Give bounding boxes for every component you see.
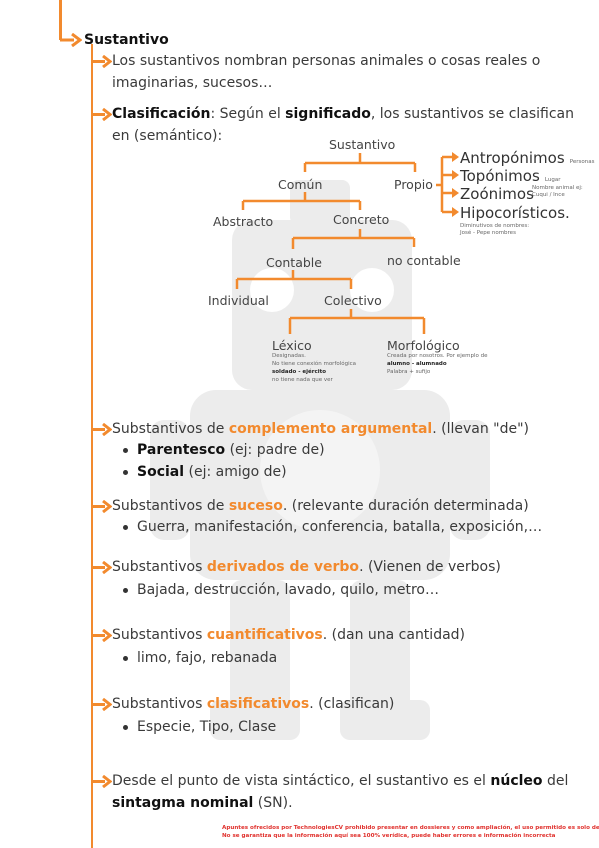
main-timeline-line: [59, 0, 62, 40]
section-term: clasificativos: [206, 696, 310, 712]
morfologico-note: Palabra + sufijo: [387, 369, 431, 375]
list-item: limo, fajo, rebanada: [137, 650, 278, 666]
bullet-icon: [123, 470, 128, 475]
list-item: Parentesco (ej: padre de): [137, 440, 325, 461]
section-prefix: Substantivos de: [112, 498, 229, 514]
section-prefix: Substantivos: [112, 559, 207, 575]
intro-line-1: Los sustantivos nombran personas animale…: [112, 53, 541, 69]
section-prefix: Substantivos: [112, 696, 207, 712]
tree-node-no-contable: no contable: [387, 253, 461, 268]
lexico-note: no tiene nada que ver: [272, 377, 333, 383]
propio-item-toponimos: Topónimos Lugar: [460, 166, 560, 185]
propio-item-zoonimos: Zoónimos: [460, 184, 534, 203]
list-item: Especie, Tipo, Clase: [137, 719, 277, 735]
bullet-icon: [123, 656, 128, 661]
tree-node-individual: Individual: [208, 293, 269, 308]
classification-label: Clasificación: [112, 106, 211, 122]
section-term: suceso: [228, 498, 283, 514]
item-rest: (ej: amigo de): [184, 464, 287, 480]
footer-disclaimer-1: Apuntes ofrecidos por TechnologiesCV pro…: [222, 825, 599, 831]
tree-node-propio: Propio: [394, 177, 433, 192]
item-rest: (ej: padre de): [225, 442, 325, 458]
section-clasificativos: Substantivos clasificativos. (clasifican…: [112, 694, 394, 715]
lexico-note: No tiene conexión morfológica: [272, 361, 357, 367]
tree-node-abstracto: Abstracto: [213, 214, 274, 229]
syntax-line-1: Desde el punto de vista sintáctico, el s…: [112, 771, 568, 792]
section-suffix: . (Vienen de verbos): [359, 559, 501, 575]
syntax-keyword2: sintagma nominal: [112, 795, 254, 811]
section-prefix: Substantivos de: [112, 421, 229, 437]
classification-line-1: Clasificación: Según el significado, los…: [112, 104, 574, 125]
propio-item-hipocoristicos: Hipocorísticos.: [460, 203, 570, 222]
tree-node-lexico: Léxico: [272, 338, 312, 353]
syntax-part1: Desde el punto de vista sintáctico, el s…: [112, 773, 491, 789]
propio-label: Antropónimos: [460, 149, 565, 167]
section-suffix: . (clasifican): [309, 696, 395, 712]
section-heading: Sustantivo: [84, 32, 169, 48]
syntax-keyword: núcleo: [490, 773, 543, 789]
section-cuantificativos: Substantivos cuantificativos. (dan una c…: [112, 625, 465, 646]
arrow-icon: [92, 775, 112, 788]
syntax-line-2: sintagma nominal (SN).: [112, 793, 293, 814]
arrow-icon: [92, 108, 112, 121]
bullet-icon: [123, 525, 128, 530]
classification-line-2: en (semántico):: [112, 128, 223, 144]
bullet-icon: [123, 448, 128, 453]
section-complemento-argumental: Substantivos de complemento argumental. …: [112, 419, 529, 440]
tree-node-comun: Común: [278, 177, 323, 192]
section-term: complemento argumental: [228, 421, 433, 437]
classification-part1: : Según el: [210, 106, 286, 122]
propio-item-antroponimos: Antropónimos Personas: [460, 148, 594, 167]
bullet-icon: [123, 588, 128, 593]
section-suffix: . (llevan "de"): [432, 421, 529, 437]
classification-keyword: significado: [285, 106, 371, 122]
propio-note-zoonimos: Nombre animal ej: Cuqui / Ince: [532, 185, 583, 198]
section-derivados-de-verbo: Substantivos derivados de verbo. (Vienen…: [112, 557, 501, 578]
propio-label: Topónimos: [460, 167, 540, 185]
tree-node-morfologico: Morfológico: [387, 338, 460, 353]
classification-part2: , los sustantivos se clasifican: [370, 106, 575, 122]
item-bold: Social: [137, 464, 185, 480]
propio-label: Zoónimos: [460, 185, 534, 203]
item-bold: Parentesco: [137, 442, 226, 458]
arrow-icon: [92, 698, 112, 711]
arrow-icon: [92, 629, 112, 642]
sub-timeline-line: [91, 44, 93, 848]
section-term: cuantificativos: [206, 627, 323, 643]
tree-node-concreto: Concreto: [333, 212, 390, 227]
section-suffix: . (dan una cantidad): [322, 627, 466, 643]
syntax-part3: (SN).: [253, 795, 293, 811]
lexico-note: Designadas.: [272, 353, 306, 359]
morfologico-note: Creada por nosotros. Por ejemplo de: [387, 353, 488, 359]
arrow-icon: [92, 423, 112, 436]
lexico-example: soldado - ejército: [272, 369, 327, 375]
arrow-icon: [92, 561, 112, 574]
section-suffix: . (relevante duración determinada): [282, 498, 529, 514]
arrow-icon: [92, 55, 112, 68]
propio-label: Hipocorísticos.: [460, 204, 570, 222]
arrow-icon: [92, 500, 112, 513]
section-suceso: Substantivos de suceso. (relevante durac…: [112, 496, 529, 517]
tree-node-contable: Contable: [266, 255, 322, 270]
list-item: Guerra, manifestación, conferencia, bata…: [137, 519, 543, 535]
propio-note-hipocoristicos: Diminutivos de nombres: José - Pepe nomb…: [460, 223, 530, 236]
intro-line-2: imaginarias, sucesos…: [112, 75, 273, 91]
tree-node-sustantivo: Sustantivo: [329, 137, 396, 152]
section-term: derivados de verbo: [206, 559, 360, 575]
arrow-icon: [60, 33, 82, 47]
propio-note: Lugar: [544, 177, 561, 183]
footer-disclaimer-2: No se garantiza que la información aquí …: [222, 833, 556, 839]
bullet-icon: [123, 725, 128, 730]
propio-note: Personas: [569, 159, 595, 165]
morfologico-example: alumno - alumnado: [387, 361, 447, 367]
syntax-part2: del: [542, 773, 569, 789]
list-item: Bajada, destrucción, lavado, quilo, metr…: [137, 582, 439, 598]
section-prefix: Substantivos: [112, 627, 207, 643]
tree-node-colectivo: Colectivo: [324, 293, 382, 308]
list-item: Social (ej: amigo de): [137, 462, 287, 483]
